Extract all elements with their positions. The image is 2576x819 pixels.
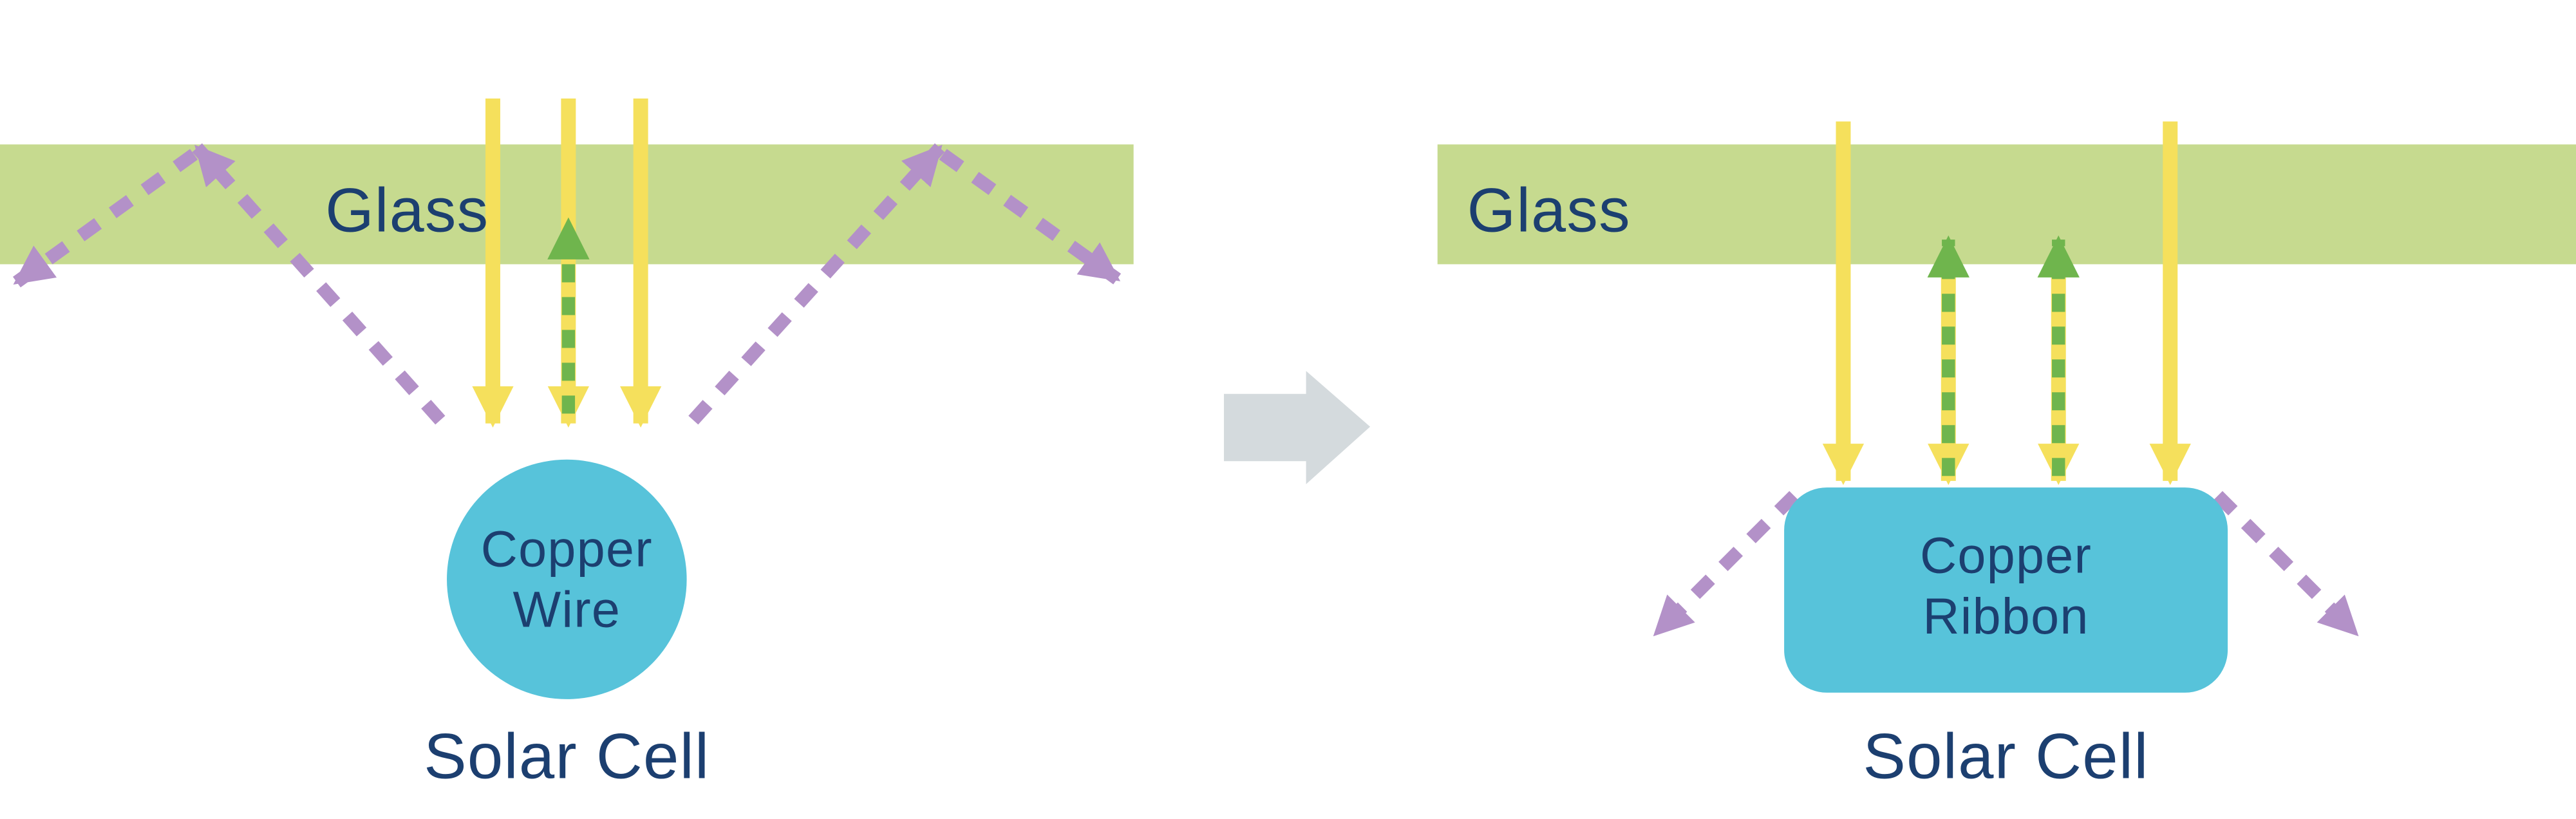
right-panel: Glass Copper Ribbon Solar Cell	[1437, 121, 2576, 792]
arrow-right-icon	[1223, 371, 1371, 484]
glass-label: Glass	[325, 174, 489, 245]
escaping-ray-right-icon	[2213, 491, 2361, 639]
glass-layer	[1437, 144, 2576, 265]
copper-ribbon-label-line1: Copper	[1920, 527, 2092, 584]
copper-ribbon-shape	[1784, 487, 2228, 693]
copper-ribbon-label-line2: Ribbon	[1923, 587, 2089, 645]
solar-cell-label: Solar Cell	[1863, 720, 2149, 792]
left-panel: Glass Copper Wire Solar Cell	[0, 98, 1134, 792]
escaping-ray-left-icon	[1651, 491, 1799, 639]
copper-wire-label-line2: Wire	[512, 581, 621, 638]
copper-wire-shape	[447, 459, 687, 699]
glass-label: Glass	[1467, 174, 1631, 245]
escaping-ray-out-right-icon	[939, 149, 1122, 285]
copper-wire-label-line1: Copper	[481, 520, 653, 577]
solar-cell-label: Solar Cell	[424, 720, 710, 792]
